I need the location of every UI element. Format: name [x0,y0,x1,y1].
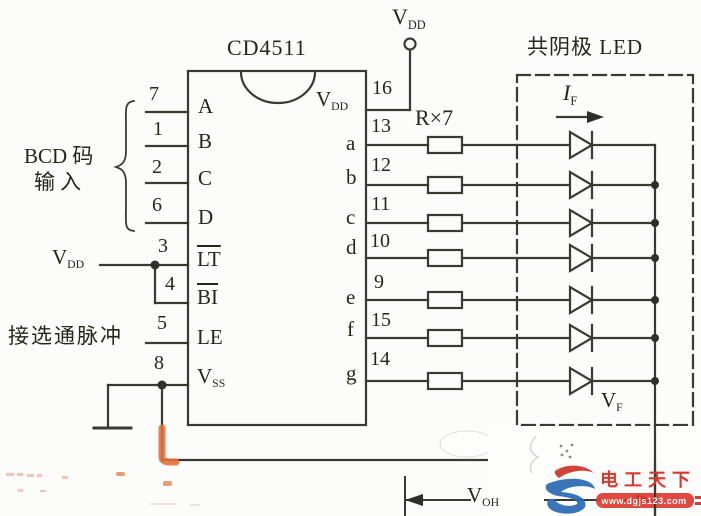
pin-label-LE: LE [197,325,223,349]
input-brace-icon [113,100,135,232]
pin-label-a: a [346,131,356,155]
pin-label-VDD: VDD [316,87,349,114]
resistor-g-icon [426,371,464,391]
chip-body [186,69,368,427]
pin-number-11: 11 [371,193,391,215]
pin-label-g: g [346,361,357,385]
junction-dot [150,260,160,270]
pin-number-12: 12 [371,154,391,176]
pin-number-8: 8 [154,352,164,374]
segment-row-b [364,170,657,200]
chip-title: CD4511 [227,35,307,60]
resistor-c-icon [426,213,464,233]
pin-label-f: f [347,317,354,341]
output-high-voltage-label: VOH [467,483,500,510]
chip-notch-icon [239,70,317,105]
pin-number-2: 2 [152,156,162,178]
led-g-icon [568,366,595,396]
pin-number-3: 3 [158,235,168,257]
watermark-url-band [596,493,701,508]
segment-row-c [364,208,657,238]
led-d-icon [568,243,595,273]
pin-label-BI: BI [197,285,218,309]
chip-outline [186,69,368,427]
segment-row-a [364,130,657,160]
pin-number-7: 7 [149,83,159,105]
bcd-input-label-line1: BCD 码 [24,144,94,168]
led-box-title: 共阴极 LED [527,35,644,59]
resistor-d-icon [426,248,464,268]
pin-label-B: B [198,129,213,153]
junction-dot [651,181,659,189]
pin-label-e: e [346,285,356,309]
watermark-site-url: www.dgjs123.com [601,496,687,506]
pin-label-b: b [346,165,357,189]
resistor-e-icon [426,290,464,310]
pin-number-10: 10 [370,230,390,252]
input-wires [98,110,190,390]
pin-label-C: C [198,166,213,190]
pin-number-5: 5 [157,312,167,334]
forward-voltage-label: VF [601,388,623,415]
pin-number-16: 16 [372,77,392,99]
pin-number-14: 14 [370,348,390,370]
led-e-icon [568,285,595,315]
vdd-top-label: VDD [392,4,426,32]
pin-number-9: 9 [374,271,384,293]
pink-speck-artifacts [6,473,200,506]
vdd-left-label: VDD [52,245,85,272]
watermark-site-name: 电工天下 [600,470,696,490]
junction-dot [651,377,659,385]
resistor-b-icon [426,175,464,195]
led-b-icon [568,170,595,200]
strobe-label: 接选通脉冲 [8,324,123,348]
led-c-icon [568,208,595,238]
junction-dot [651,219,659,227]
resistor-a-icon [426,135,464,155]
junction-dot [651,334,659,342]
forward-current-arrow-icon [555,111,604,123]
led-a-icon [568,130,595,160]
pin-number-6: 6 [152,194,162,216]
vdd-supply-wire [364,37,417,112]
segment-row-d [364,243,657,273]
pin-number-4: 4 [165,273,175,295]
segment-row-e [364,285,657,315]
pin-label-VSS: VSS [197,364,226,391]
ground-icon [92,383,133,430]
pin-number-13: 13 [371,115,391,137]
forward-current-label: IF [563,80,578,108]
pin-number-15: 15 [371,309,391,331]
watermark-logo-icon [545,465,595,514]
led-f-icon [568,323,595,353]
pin-label-c: c [346,205,356,229]
watermark-dots [559,443,574,459]
arrow-left-icon [405,494,423,506]
resistor-f-icon [426,328,464,348]
bcd-input-label-line2: 输入 [34,170,86,194]
pin-label-D: D [198,205,214,229]
pin-number-1: 1 [153,118,163,140]
pin-label-d: d [346,235,357,259]
segment-row-f [364,323,657,353]
orange-marker-artifact [116,424,180,486]
led-box-outline [515,73,695,427]
resistor-group-label: R×7 [415,105,454,130]
junction-dot [651,254,659,262]
junction-dot [651,296,659,304]
pin-label-LT: LT [197,247,221,271]
vdd-terminal-icon [403,37,417,51]
segment-row-g [364,366,657,396]
pin-label-A: A [198,94,214,118]
